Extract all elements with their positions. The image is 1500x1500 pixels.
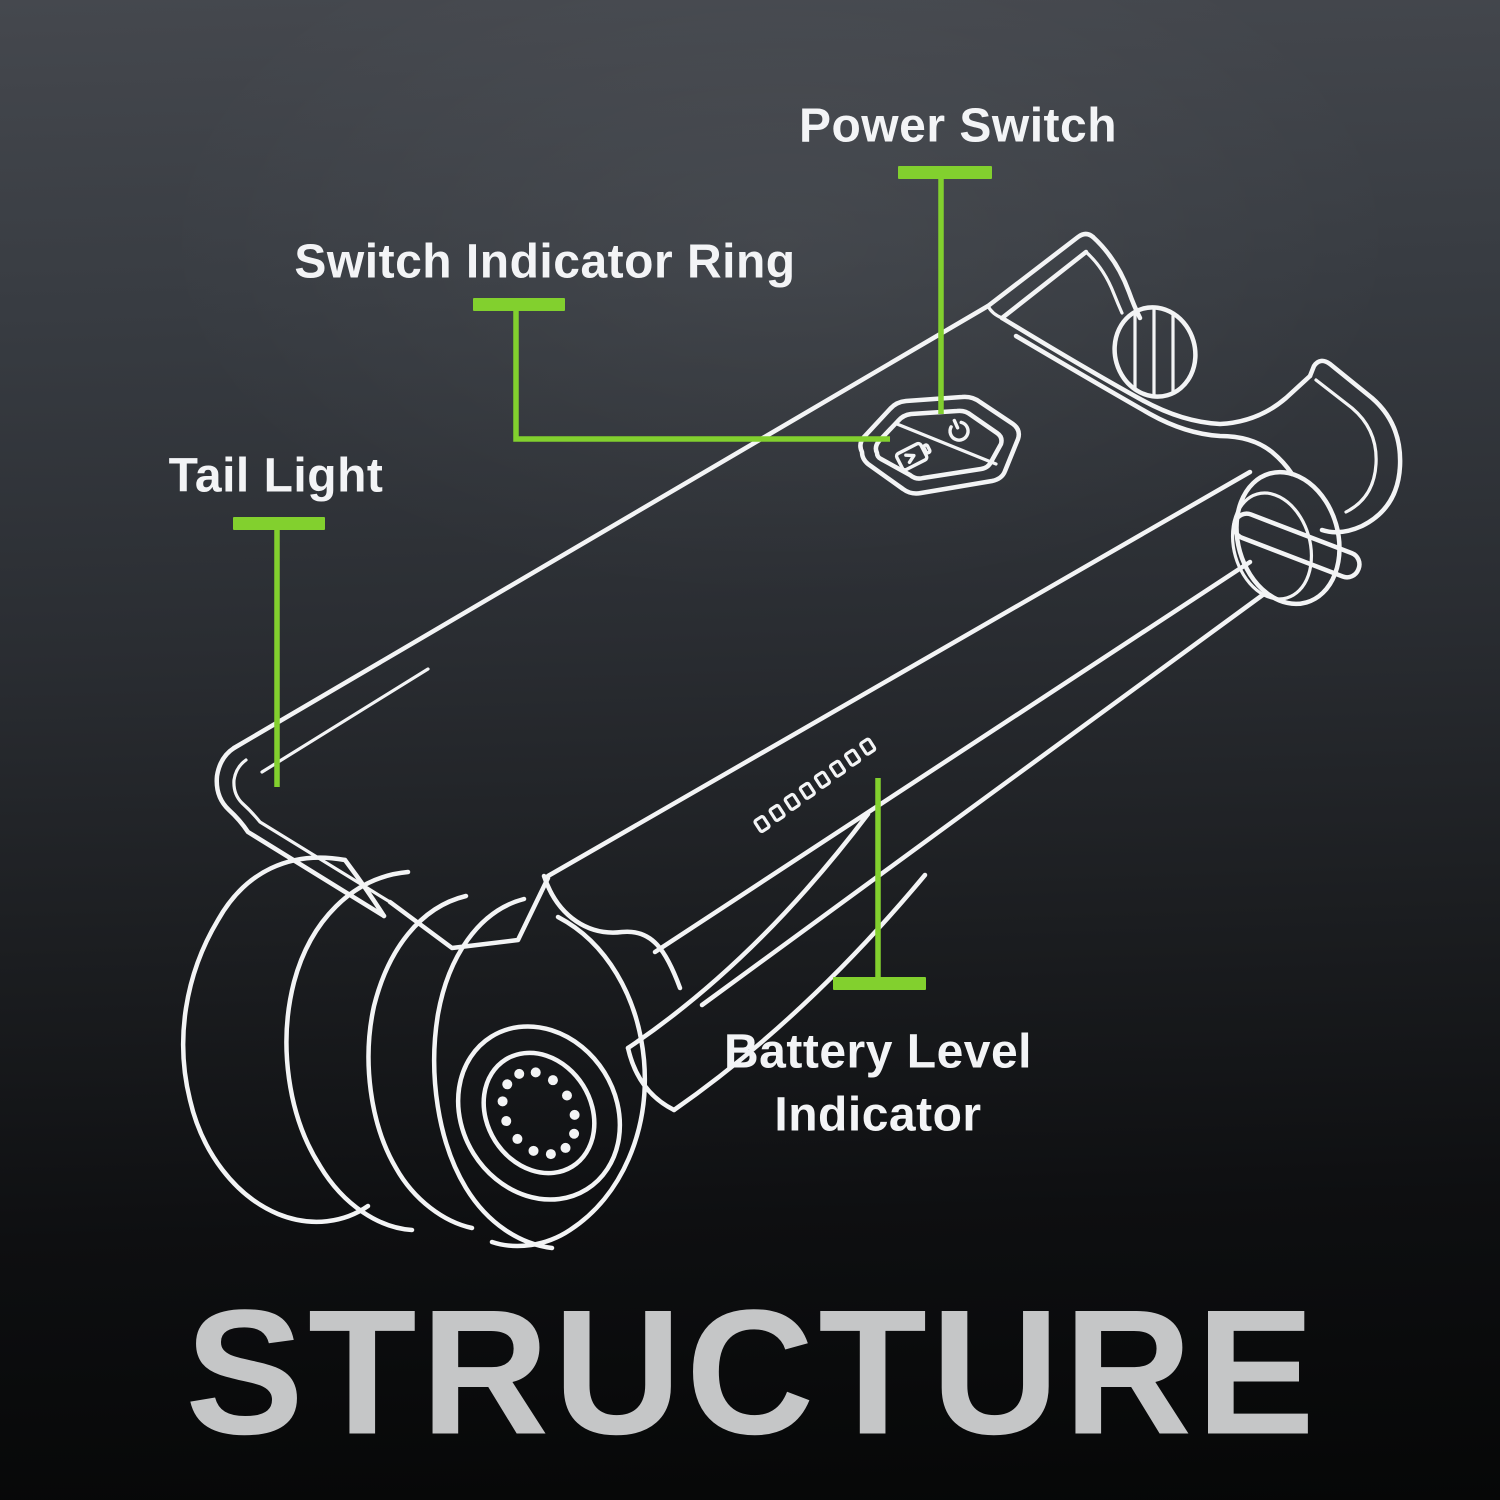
annotation-connectors — [233, 166, 992, 990]
tail-tip-outer — [214, 745, 387, 919]
arm-end-cap — [625, 1045, 677, 1113]
deck-side-lower-edge — [652, 559, 1253, 955]
battery-led — [813, 770, 831, 789]
thumbscrew-outer — [1234, 469, 1342, 607]
battery-charge-icon — [894, 441, 932, 472]
mount-left-wall-inner — [999, 249, 1089, 321]
mount-right-fin-outer — [1307, 358, 1403, 535]
rear-roller-ring-1 — [284, 869, 415, 1233]
battery-led — [844, 748, 862, 767]
hub-bolt-dot — [512, 1133, 523, 1144]
hub-bolt-dot — [528, 1145, 539, 1156]
battery-led — [859, 737, 877, 756]
battery-level-indicator-label-line1: Battery Level — [724, 1025, 1032, 1079]
thumbscrew-wing — [1231, 511, 1362, 580]
battery-led — [828, 759, 847, 778]
hub-bolt-dot — [514, 1068, 525, 1079]
hub-bolt-dot — [547, 1075, 558, 1086]
tail-light-connector — [233, 517, 325, 787]
roller-boundary — [432, 896, 555, 1251]
switch-divider — [895, 422, 998, 466]
fender-curve — [541, 873, 683, 991]
wheel-hub-bolts — [497, 1067, 580, 1160]
hub-bolt-dot — [569, 1128, 580, 1139]
battery-led — [768, 803, 786, 822]
tail-light-strip — [214, 745, 392, 919]
battery-led — [753, 814, 771, 834]
hub-bolt-dot — [545, 1149, 556, 1160]
front-roller-outline — [489, 914, 647, 1249]
arm-upper-edge — [625, 811, 871, 1051]
wheel-hub-outer-ring — [455, 1024, 623, 1202]
power-switch-connector — [898, 166, 992, 414]
battery-level-leds — [753, 737, 877, 834]
battery-level-indicator-label-line2: Indicator — [774, 1089, 982, 1142]
wheel-hub-inner-ring — [481, 1050, 597, 1176]
hub-bolt-dot — [530, 1067, 541, 1078]
mount-wall-base-join — [986, 304, 1004, 320]
battery-led — [798, 781, 816, 800]
tail-tip-inner — [232, 758, 392, 904]
battery-level-indicator-label: Battery Level Indicator — [724, 1021, 1032, 1148]
hub-bolt-dot — [561, 1090, 572, 1101]
arm-lower-edge — [671, 872, 928, 1113]
deck-top-chamfer — [260, 667, 430, 774]
mount-right-fin-inner — [1314, 378, 1378, 514]
front-mount-clamp — [985, 231, 1403, 535]
battery-led — [783, 792, 801, 811]
hub-bolt-dot — [569, 1109, 580, 1120]
deck-right-edge — [545, 469, 1253, 879]
mount-crest-inner — [1084, 250, 1124, 315]
deck-bottom-rail — [699, 591, 1267, 1008]
hub-bolt-dot — [501, 1116, 512, 1127]
rear-roller-outline — [180, 855, 371, 1225]
switch-indicator-ring-label: Switch Indicator Ring — [294, 235, 796, 289]
switch-button-outline — [873, 408, 1004, 481]
mount-crest-outer — [1090, 234, 1143, 321]
deck-top-edge — [231, 303, 991, 751]
mount-base-upper-edge — [999, 315, 1313, 427]
power-switch-button — [858, 394, 1022, 496]
page-title: STRUCTURE — [185, 1272, 1319, 1472]
rear-roller-ring-2 — [366, 893, 475, 1231]
battery-level-indicator-connector — [833, 778, 926, 990]
deck-junction-lines — [387, 875, 551, 951]
rear-roller-top-join — [342, 857, 387, 919]
clamp-roller-cylinder — [1112, 305, 1198, 399]
switch-indicator-ring-outline — [858, 394, 1022, 496]
hub-bolt-dot — [497, 1096, 508, 1107]
dual-roller-wheel — [180, 855, 647, 1251]
thumbscrew-inner — [1230, 491, 1314, 601]
mount-base-lower-edge — [1013, 333, 1295, 477]
thumbscrew — [1230, 469, 1362, 607]
truck-arm — [541, 811, 928, 1113]
tail-light-label: Tail Light — [168, 449, 384, 503]
power-switch-label: Power Switch — [798, 99, 1118, 153]
power-icon — [948, 418, 970, 442]
mount-left-wall-outer — [985, 231, 1096, 309]
switch-indicator-ring-connector — [473, 298, 890, 442]
hub-bolt-dot — [560, 1142, 571, 1153]
deck — [231, 303, 1267, 1008]
hub-bolt-dot — [502, 1079, 513, 1090]
clamp-roller-stripes — [1133, 307, 1175, 398]
